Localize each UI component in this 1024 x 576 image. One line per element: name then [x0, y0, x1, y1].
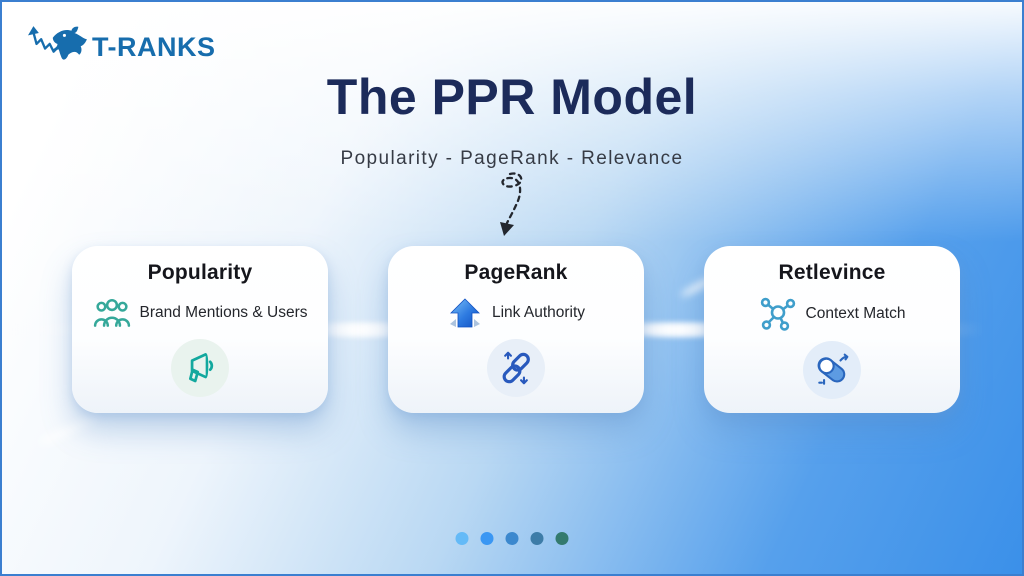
card-title: Retlevince [778, 261, 886, 284]
card-title: Popularity [147, 261, 253, 284]
icon-badge [803, 341, 861, 399]
page-subtitle: Popularity - PageRank - Relevance [340, 148, 684, 169]
light-glint [650, 326, 710, 335]
page-title: The PPR Model [326, 69, 698, 125]
icon-badge [487, 339, 545, 397]
card-description: Brand Mentions & Users [139, 304, 308, 321]
pagination-dot[interactable] [530, 532, 544, 545]
pagination-dot[interactable] [455, 532, 469, 545]
curved-dashed-arrow-icon [500, 172, 523, 236]
network-icon [760, 297, 795, 331]
shark-trend-icon [28, 26, 87, 60]
megaphone-icon [189, 353, 214, 383]
cards-row: Popularity Brand Mentions & Users [72, 246, 960, 413]
pagination-dot[interactable] [555, 532, 569, 545]
pagination-dot[interactable] [480, 532, 494, 545]
pagination-dots [455, 532, 569, 545]
toggle-icon [817, 353, 849, 385]
card-pagerank: PageRank Link Authority [388, 246, 644, 413]
brand-logo: T-RANKS [28, 24, 216, 70]
card-popularity: Popularity Brand Mentions & Users [72, 246, 328, 413]
pagination-dot[interactable] [505, 532, 519, 545]
brand-name: T-RANKS [92, 31, 216, 62]
light-glint [37, 412, 101, 448]
card-description: Context Match [805, 305, 906, 322]
chain-link-icon [502, 351, 530, 385]
light-glint [332, 326, 396, 335]
icon-badge [171, 339, 229, 397]
users-icon [93, 298, 130, 327]
card-relevance: Retlevince [704, 246, 960, 413]
arrow-up-icon [449, 298, 480, 328]
card-title: PageRank [464, 261, 568, 284]
card-description: Link Authority [491, 304, 586, 321]
